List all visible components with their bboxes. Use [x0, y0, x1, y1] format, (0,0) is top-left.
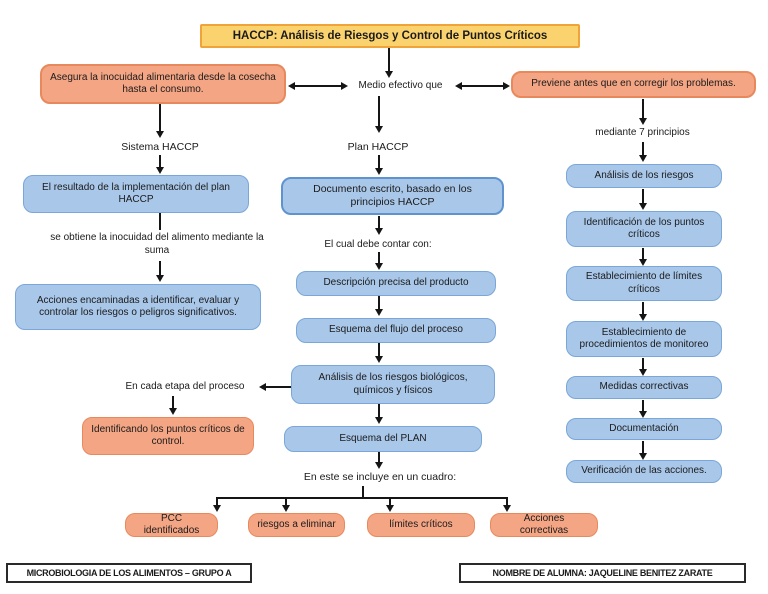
footer-course-box: MICROBIOLOGIA DE LOS ALIMENTOS – GRUPO A	[6, 563, 252, 583]
connector-line	[642, 358, 644, 370]
arrowhead-down-icon	[639, 118, 647, 125]
connector-line	[506, 497, 508, 506]
center-step-box: Análisis de los riesgos biológicos, quím…	[291, 365, 495, 404]
connector-line	[159, 261, 161, 276]
left-connector-label: se obtiene la inocuidad del alimento med…	[50, 232, 264, 256]
connector-line	[285, 497, 287, 506]
connector-line	[642, 248, 644, 260]
center-step-box: Esquema del PLAN	[284, 426, 482, 452]
connector-line	[642, 441, 644, 454]
connector-line	[159, 213, 161, 230]
arrowhead-down-icon	[385, 71, 393, 78]
arrowhead-down-icon	[375, 462, 383, 469]
connector-line	[378, 252, 380, 264]
principle-box: Identificación de los puntos críticos	[566, 211, 722, 247]
principle-box: Medidas correctivas	[566, 376, 722, 399]
top-right-box: Previene antes que en corregir los probl…	[511, 71, 756, 98]
connector-line	[378, 155, 380, 169]
connector-line	[378, 96, 380, 127]
arrowhead-down-icon	[639, 369, 647, 376]
principle-box: Establecimiento de límites críticos	[566, 266, 722, 301]
arrowhead-down-icon	[503, 505, 511, 512]
center-connector-label: Medio efectivo que	[358, 80, 443, 91]
arrowhead-down-icon	[639, 203, 647, 210]
arrowhead-left-icon	[455, 82, 462, 90]
top-left-box: Asegura la inocuidad alimentaria desde l…	[40, 64, 286, 104]
arrowhead-down-icon	[375, 126, 383, 133]
arrowhead-right-icon	[341, 82, 348, 90]
connector-line	[389, 497, 391, 506]
connector-line	[265, 386, 291, 388]
connector-line	[216, 497, 218, 506]
arrowhead-down-icon	[639, 314, 647, 321]
footer-student-box: NOMBRE DE ALUMNA: JAQUELINE BENITEZ ZARA…	[459, 563, 746, 583]
connector-line	[159, 104, 161, 132]
connector-line	[378, 343, 380, 357]
center-step-box: Esquema del flujo del proceso	[296, 318, 496, 343]
principle-box: Establecimiento de procedimientos de mon…	[566, 321, 722, 357]
arrowhead-down-icon	[169, 408, 177, 415]
connector-line	[642, 142, 644, 156]
connector-line	[159, 155, 161, 168]
arrowhead-down-icon	[156, 167, 164, 174]
arrowhead-right-icon	[503, 82, 510, 90]
connector-line	[388, 48, 390, 72]
center-connector-label: El cual debe contar con:	[324, 239, 432, 250]
arrowhead-down-icon	[213, 505, 221, 512]
principle-box: Verificación de las acciones.	[566, 460, 722, 483]
table-item-box: PCC identificados	[125, 513, 218, 537]
arrowhead-down-icon	[282, 505, 290, 512]
arrowhead-down-icon	[156, 275, 164, 282]
diagram-title: HACCP: Análisis de Riesgos y Control de …	[200, 24, 580, 48]
left-actions-box: Acciones encaminadas a identificar, eval…	[15, 284, 261, 330]
connector-line	[642, 189, 644, 204]
arrowhead-down-icon	[375, 309, 383, 316]
connector-line	[294, 85, 342, 87]
arrowhead-down-icon	[375, 228, 383, 235]
table-item-box: Acciones correctivas	[490, 513, 598, 537]
connector-line	[461, 85, 504, 87]
principle-box: Documentación	[566, 418, 722, 440]
arrowhead-down-icon	[375, 417, 383, 424]
arrowhead-down-icon	[375, 168, 383, 175]
right-branch-heading: mediante 7 principios	[595, 127, 690, 138]
connector-line	[642, 302, 644, 315]
arrowhead-down-icon	[386, 505, 394, 512]
center-branch-heading: Plan HACCP	[347, 141, 409, 153]
arrowhead-left-icon	[288, 82, 295, 90]
arrowhead-down-icon	[639, 411, 647, 418]
arrowhead-down-icon	[156, 131, 164, 138]
etapa-box: Identificando los puntos críticos de con…	[82, 417, 254, 455]
connector-line	[378, 404, 380, 418]
principle-box: Análisis de los riesgos	[566, 164, 722, 188]
arrowhead-down-icon	[639, 259, 647, 266]
etapa-label: En cada etapa del proceso	[125, 381, 245, 392]
connector-line	[378, 216, 380, 229]
table-item-box: límites críticos	[367, 513, 475, 537]
center-document-box: Documento escrito, basado en los princip…	[281, 177, 504, 215]
left-branch-heading: Sistema HACCP	[121, 141, 199, 153]
arrowhead-down-icon	[375, 356, 383, 363]
left-result-box: El resultado de la implementación del pl…	[23, 175, 249, 213]
arrowhead-down-icon	[375, 263, 383, 270]
arrowhead-left-icon	[259, 383, 266, 391]
include-label: En este se incluye en un cuadro:	[303, 471, 457, 483]
connector-line	[362, 486, 364, 498]
table-item-box: riesgos a eliminar	[248, 513, 345, 537]
connector-line	[378, 452, 380, 463]
connector-line	[378, 296, 380, 310]
connector-line	[642, 400, 644, 412]
connector-line	[642, 99, 644, 119]
arrowhead-down-icon	[639, 155, 647, 162]
connector-line	[172, 396, 174, 409]
arrowhead-down-icon	[639, 453, 647, 460]
connector-line	[217, 497, 508, 499]
center-step-box: Descripción precisa del producto	[296, 271, 496, 296]
